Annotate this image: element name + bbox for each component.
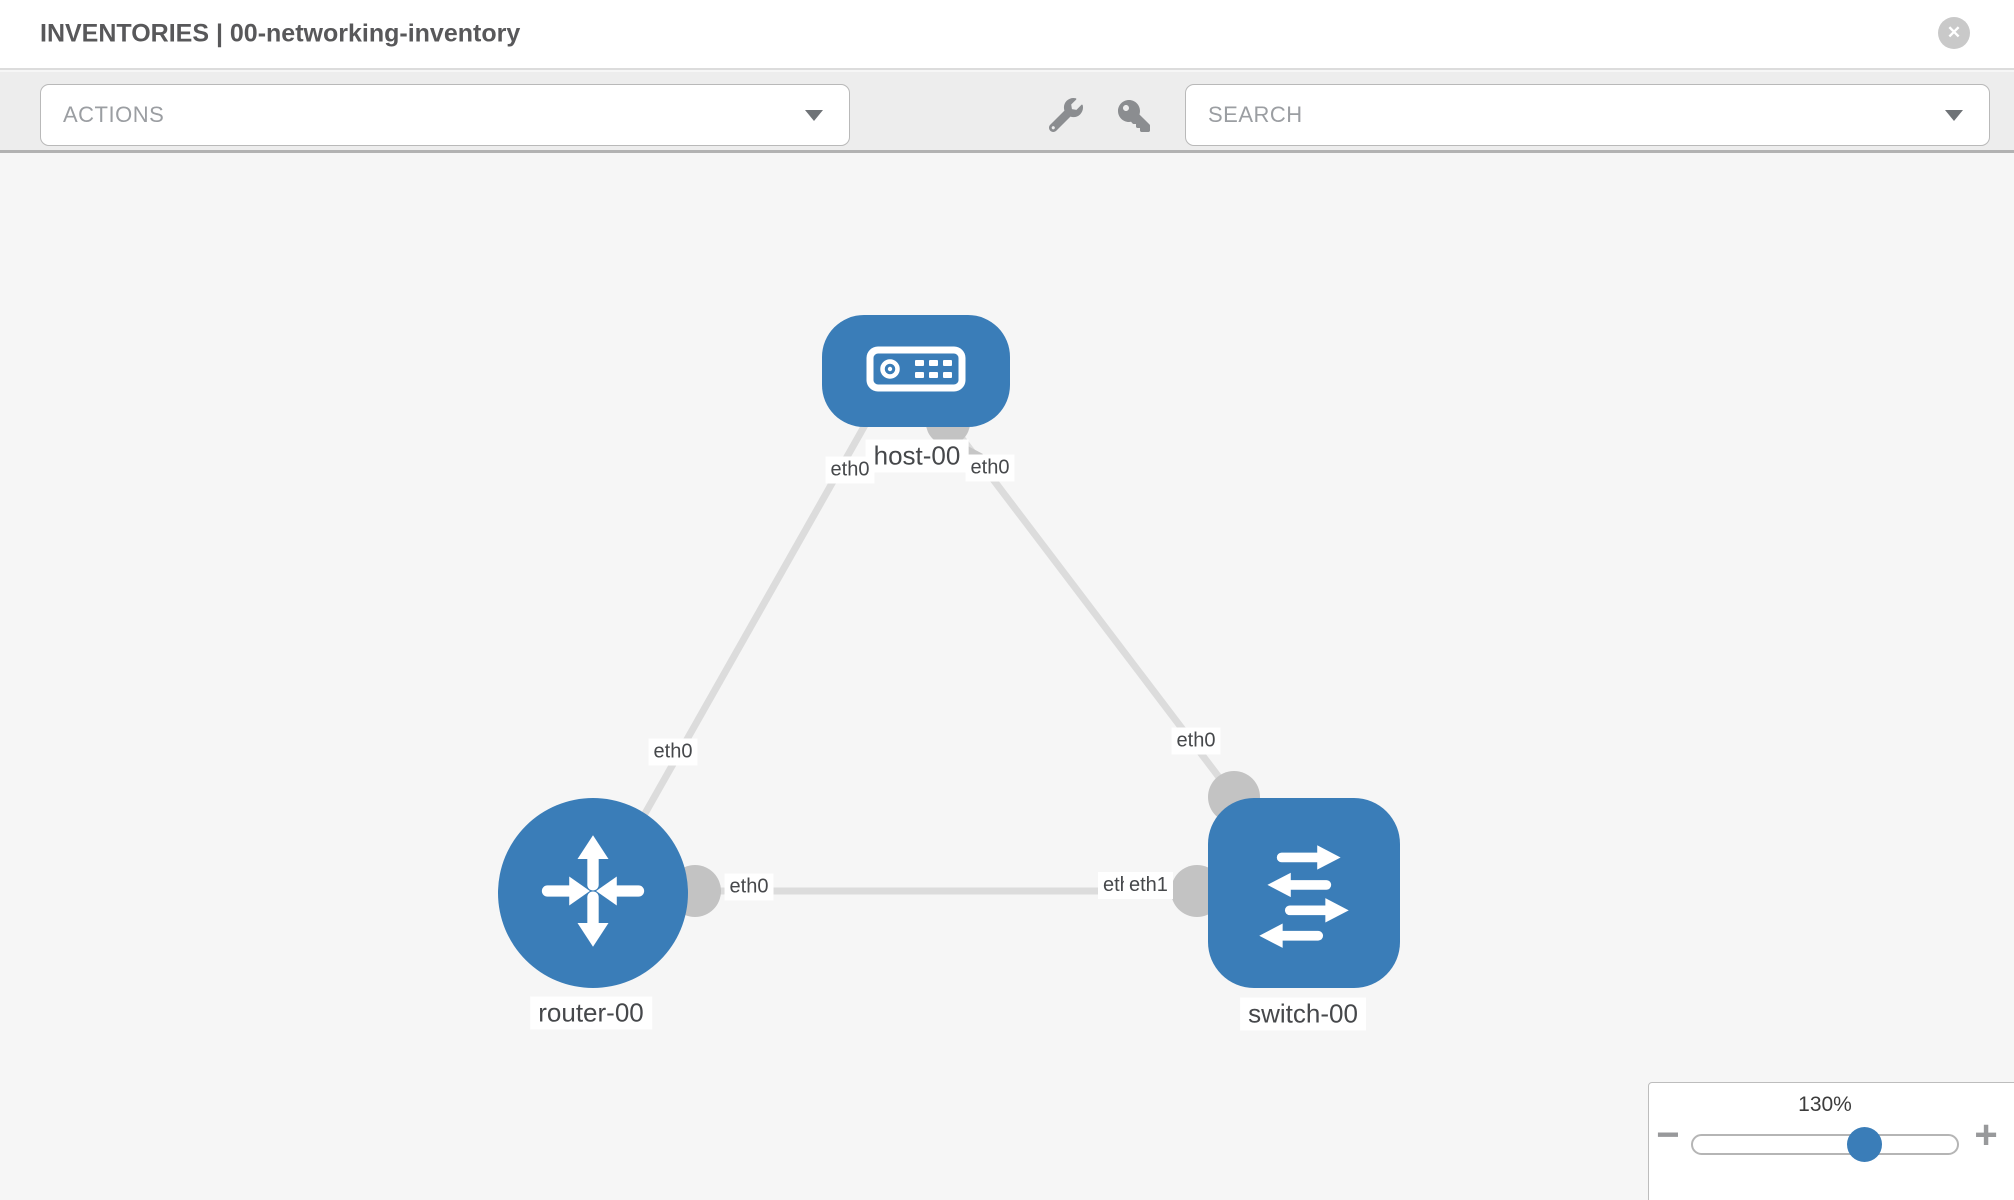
search-dropdown-label: SEARCH xyxy=(1208,102,1303,127)
minus-icon: − xyxy=(1656,1113,1680,1157)
close-icon: ✕ xyxy=(1946,23,1962,42)
zoom-panel: 130% − + xyxy=(1648,1082,2014,1200)
zoom-in-button[interactable]: + xyxy=(1969,1115,2003,1155)
header: INVENTORIES | 00-networking-inventory ✕ xyxy=(0,0,2014,70)
node-label-switch: switch-00 xyxy=(1240,997,1366,1031)
router-icon xyxy=(531,829,655,958)
zoom-level-label: 130% xyxy=(1798,1093,1852,1116)
node-label-host: host-00 xyxy=(865,439,969,473)
node-router-00[interactable] xyxy=(498,798,688,988)
interface-label-router-to-switch: eth0 xyxy=(724,873,774,901)
search-dropdown[interactable]: SEARCH xyxy=(1185,84,1990,146)
interface-label-host-to-switch: eth0 xyxy=(965,454,1015,482)
topology-canvas[interactable]: host-00 router-00 switch-00 eth0 eth0 et… xyxy=(0,153,2014,1200)
page-title: INVENTORIES | 00-networking-inventory xyxy=(40,19,521,48)
key-icon[interactable] xyxy=(1117,100,1151,132)
server-icon xyxy=(866,346,966,397)
zoom-out-button[interactable]: − xyxy=(1651,1115,1685,1155)
node-host-00[interactable] xyxy=(822,315,1010,427)
zoom-slider-handle[interactable] xyxy=(1847,1127,1882,1162)
caret-down-icon xyxy=(1945,110,1963,121)
node-label-router: router-00 xyxy=(530,996,652,1030)
caret-down-icon xyxy=(805,110,823,121)
node-switch-00[interactable] xyxy=(1208,798,1400,988)
topology-links-layer xyxy=(596,401,1260,917)
interface-label-router-to-host: eth0 xyxy=(648,738,698,766)
interface-label-host-to-router: eth0 xyxy=(825,456,875,484)
interface-label-switch-to-host: eth0 xyxy=(1171,727,1221,755)
switch-icon xyxy=(1243,830,1365,957)
close-button[interactable]: ✕ xyxy=(1938,17,1970,49)
plus-icon: + xyxy=(1974,1113,1998,1157)
wrench-icon[interactable] xyxy=(1049,98,1083,132)
actions-dropdown[interactable]: ACTIONS xyxy=(40,84,850,146)
actions-dropdown-label: ACTIONS xyxy=(63,102,165,127)
interface-label-switch-to-router: eth1 xyxy=(1124,872,1173,899)
zoom-slider-track[interactable] xyxy=(1691,1134,1959,1155)
toolbar: ACTIONS SEARCH xyxy=(0,72,2014,153)
